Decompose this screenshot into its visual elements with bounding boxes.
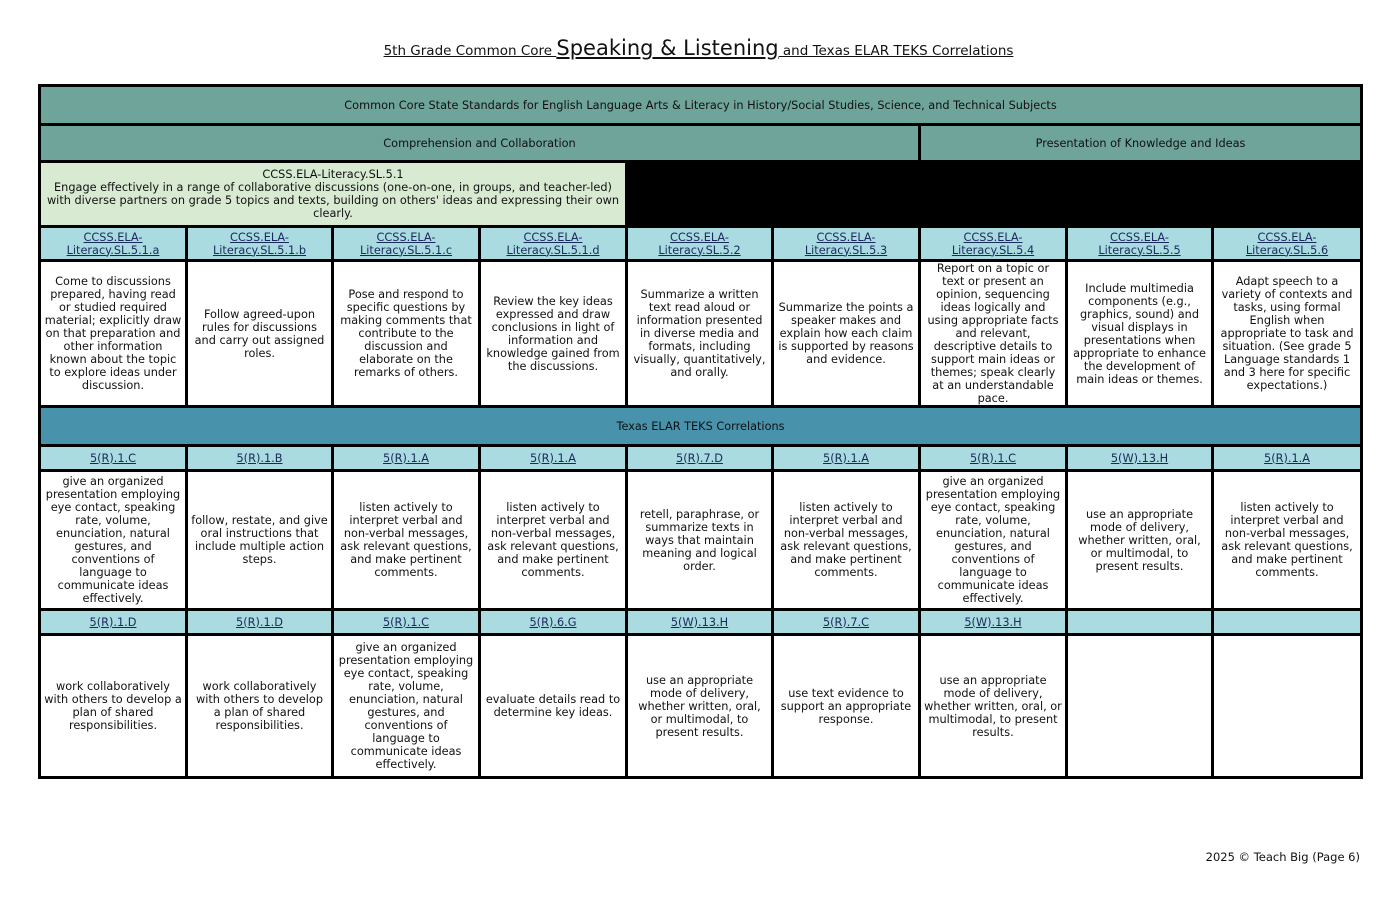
teks-code-link[interactable]: 5(W).13.H — [670, 615, 729, 629]
anchor-standard: CCSS.ELA-Literacy.SL.5.1 Engage effectiv… — [38, 160, 628, 228]
teks-code-cell: 5(R).1.A — [478, 444, 628, 472]
teks-code-cell: 5(R).1.C — [38, 444, 188, 472]
standard-code-link[interactable]: CCSS.ELA-Literacy.SL.5.1.a — [66, 230, 160, 257]
teks-code-link[interactable]: 5(R).1.B — [236, 451, 283, 465]
standard-text: Pose and respond to specific questions b… — [331, 259, 481, 408]
teks-text: give an organized presentation employing… — [918, 469, 1068, 611]
teks-code-link[interactable]: 5(R).1.C — [89, 451, 137, 465]
teks-code-cell: 5(R).7.D — [625, 444, 774, 472]
teks-text: use an appropriate mode of delivery, whe… — [625, 633, 774, 779]
standard-text: Review the key ideas expressed and draw … — [478, 259, 628, 408]
standard-text: Summarize the points a speaker makes and… — [771, 259, 921, 408]
standard-code-link[interactable]: CCSS.ELA-Literacy.SL.5.3 — [804, 230, 888, 257]
teks-code-cell: 5(R).1.A — [1210, 444, 1364, 472]
standard-code-cell: CCSS.ELA-Literacy.SL.5.6 — [1210, 225, 1364, 262]
teks-text: work collaboratively with others to deve… — [38, 633, 188, 779]
standard-text: Adapt speech to a variety of contexts an… — [1210, 259, 1364, 408]
standard-text: Report on a topic or text or present an … — [918, 259, 1068, 408]
teks-code-link[interactable]: 5(R).1.D — [89, 615, 137, 629]
teks-text: evaluate details read to determine key i… — [478, 633, 628, 779]
group-comprehension: Comprehension and Collaboration — [38, 123, 921, 163]
standard-code-cell: CCSS.ELA-Literacy.SL.5.2 — [625, 225, 774, 262]
teks-text: listen actively to interpret verbal and … — [478, 469, 628, 611]
teks-text: follow, restate, and give oral instructi… — [185, 469, 334, 611]
teks-code-link[interactable]: 5(R).6.G — [529, 615, 577, 629]
standard-code-link[interactable]: CCSS.ELA-Literacy.SL.5.1.d — [506, 230, 600, 257]
standard-text-row: Come to discussions prepared, having rea… — [38, 259, 1364, 408]
page-title: 5th Grade Common Core Speaking & Listeni… — [0, 36, 1397, 60]
teks-text-row: work collaboratively with others to deve… — [38, 633, 1364, 779]
standard-text: Come to discussions prepared, having rea… — [38, 259, 188, 408]
teks-code-cell: 5(W).13.H — [1065, 444, 1214, 472]
teks-text: use text evidence to support an appropri… — [771, 633, 921, 779]
standard-code-cell: CCSS.ELA-Literacy.SL.5.5 — [1065, 225, 1214, 262]
standard-code-cell: CCSS.ELA-Literacy.SL.5.1.c — [331, 225, 481, 262]
standard-code-link[interactable]: CCSS.ELA-Literacy.SL.5.5 — [1098, 230, 1181, 257]
standard-code-cell: CCSS.ELA-Literacy.SL.5.1.a — [38, 225, 188, 262]
teks-text: work collaboratively with others to deve… — [185, 633, 334, 779]
teks-text: retell, paraphrase, or summarize texts i… — [625, 469, 774, 611]
standard-code-cell: CCSS.ELA-Literacy.SL.5.3 — [771, 225, 921, 262]
correlation-table: Common Core State Standards for English … — [37, 84, 1364, 779]
standard-code-cell: CCSS.ELA-Literacy.SL.5.4 — [918, 225, 1068, 262]
teks-text: listen actively to interpret verbal and … — [1210, 469, 1364, 611]
teks-code-link[interactable]: 5(R).1.C — [382, 615, 430, 629]
title-prefix: 5th Grade Common Core — [383, 43, 557, 59]
teks-code-cell: 5(R).7.C — [771, 608, 921, 636]
standard-code-row: CCSS.ELA-Literacy.SL.5.1.a CCSS.ELA-Lite… — [38, 225, 1364, 262]
teks-code-link[interactable]: 5(R).1.A — [1264, 451, 1310, 465]
teks-code-row: 5(R).1.C 5(R).1.B 5(R).1.A 5(R).1.A 5(R)… — [38, 444, 1364, 472]
standard-text: Follow agreed-upon rules for discussions… — [185, 259, 334, 408]
teks-text: listen actively to interpret verbal and … — [771, 469, 921, 611]
teks-text: listen actively to interpret verbal and … — [331, 469, 481, 611]
teks-code-link[interactable]: 5(R).7.D — [676, 451, 723, 465]
teks-code-cell: 5(R).1.C — [331, 608, 481, 636]
title-main: Speaking & Listening — [556, 36, 779, 60]
teks-code-link[interactable]: 5(R).1.A — [823, 451, 869, 465]
standard-text: Include multimedia components (e.g., gra… — [1065, 259, 1214, 408]
teks-code-link[interactable]: 5(W).13.H — [964, 615, 1022, 629]
teks-code-cell: 5(R).1.C — [918, 444, 1068, 472]
teks-code-link[interactable]: 5(W).13.H — [1110, 451, 1169, 465]
standard-code-link[interactable]: CCSS.ELA-Literacy.SL.5.1.c — [359, 230, 453, 257]
teks-text: give an organized presentation employing… — [331, 633, 481, 779]
standard-code-link[interactable]: CCSS.ELA-Literacy.SL.5.1.b — [212, 230, 307, 257]
anchor-text: Engage effectively in a range of collabo… — [46, 181, 620, 220]
teks-code-row: 5(R).1.D 5(R).1.D 5(R).1.C 5(R).6.G 5(W)… — [38, 608, 1364, 636]
teks-code-link[interactable]: 5(R).7.C — [822, 615, 870, 629]
teks-code-cell: 5(W).13.H — [918, 608, 1068, 636]
standard-code-cell: CCSS.ELA-Literacy.SL.5.1.b — [185, 225, 334, 262]
standard-code-link[interactable]: CCSS.ELA-Literacy.SL.5.6 — [1245, 230, 1329, 257]
teks-code-cell — [1210, 608, 1364, 636]
teks-code-link[interactable]: 5(R).1.C — [969, 451, 1017, 465]
teks-code-cell: 5(R).1.D — [38, 608, 188, 636]
teks-code-cell: 5(R).6.G — [478, 608, 628, 636]
teks-code-cell — [1065, 608, 1214, 636]
standard-code-link[interactable]: CCSS.ELA-Literacy.SL.5.2 — [658, 230, 741, 257]
teks-code-cell: 5(R).1.A — [331, 444, 481, 472]
standard-text: Summarize a written text read aloud or i… — [625, 259, 774, 408]
blank-black-cell — [624, 160, 1364, 228]
teks-text: use an appropriate mode of delivery, whe… — [1065, 469, 1214, 611]
teks-code-cell: 5(R).1.A — [771, 444, 921, 472]
teks-code-cell: 5(W).13.H — [625, 608, 774, 636]
teks-text-row: give an organized presentation employing… — [38, 469, 1364, 611]
group-presentation: Presentation of Knowledge and Ideas — [917, 123, 1364, 163]
teks-code-cell: 5(R).1.D — [185, 608, 334, 636]
teks-code-link[interactable]: 5(R).1.D — [236, 615, 283, 629]
teks-code-cell: 5(R).1.B — [185, 444, 334, 472]
teks-text — [1065, 633, 1214, 779]
teks-text: give an organized presentation employing… — [38, 469, 188, 611]
ccss-header: Common Core State Standards for English … — [37, 84, 1364, 126]
teks-text: use an appropriate mode of delivery, whe… — [918, 633, 1068, 779]
teks-code-link[interactable]: 5(R).1.A — [530, 451, 576, 465]
page-footer: 2025 © Teach Big (Page 6) — [1205, 850, 1360, 864]
standard-code-link[interactable]: CCSS.ELA-Literacy.SL.5.4 — [951, 230, 1035, 257]
anchor-code: CCSS.ELA-Literacy.SL.5.1 — [262, 168, 404, 181]
title-suffix: and Texas ELAR TEKS Correlations — [778, 43, 1014, 59]
teks-code-link[interactable]: 5(R).1.A — [383, 451, 429, 465]
teks-text — [1210, 633, 1364, 779]
standard-code-cell: CCSS.ELA-Literacy.SL.5.1.d — [478, 225, 628, 262]
teks-header: Texas ELAR TEKS Correlations — [37, 405, 1364, 447]
